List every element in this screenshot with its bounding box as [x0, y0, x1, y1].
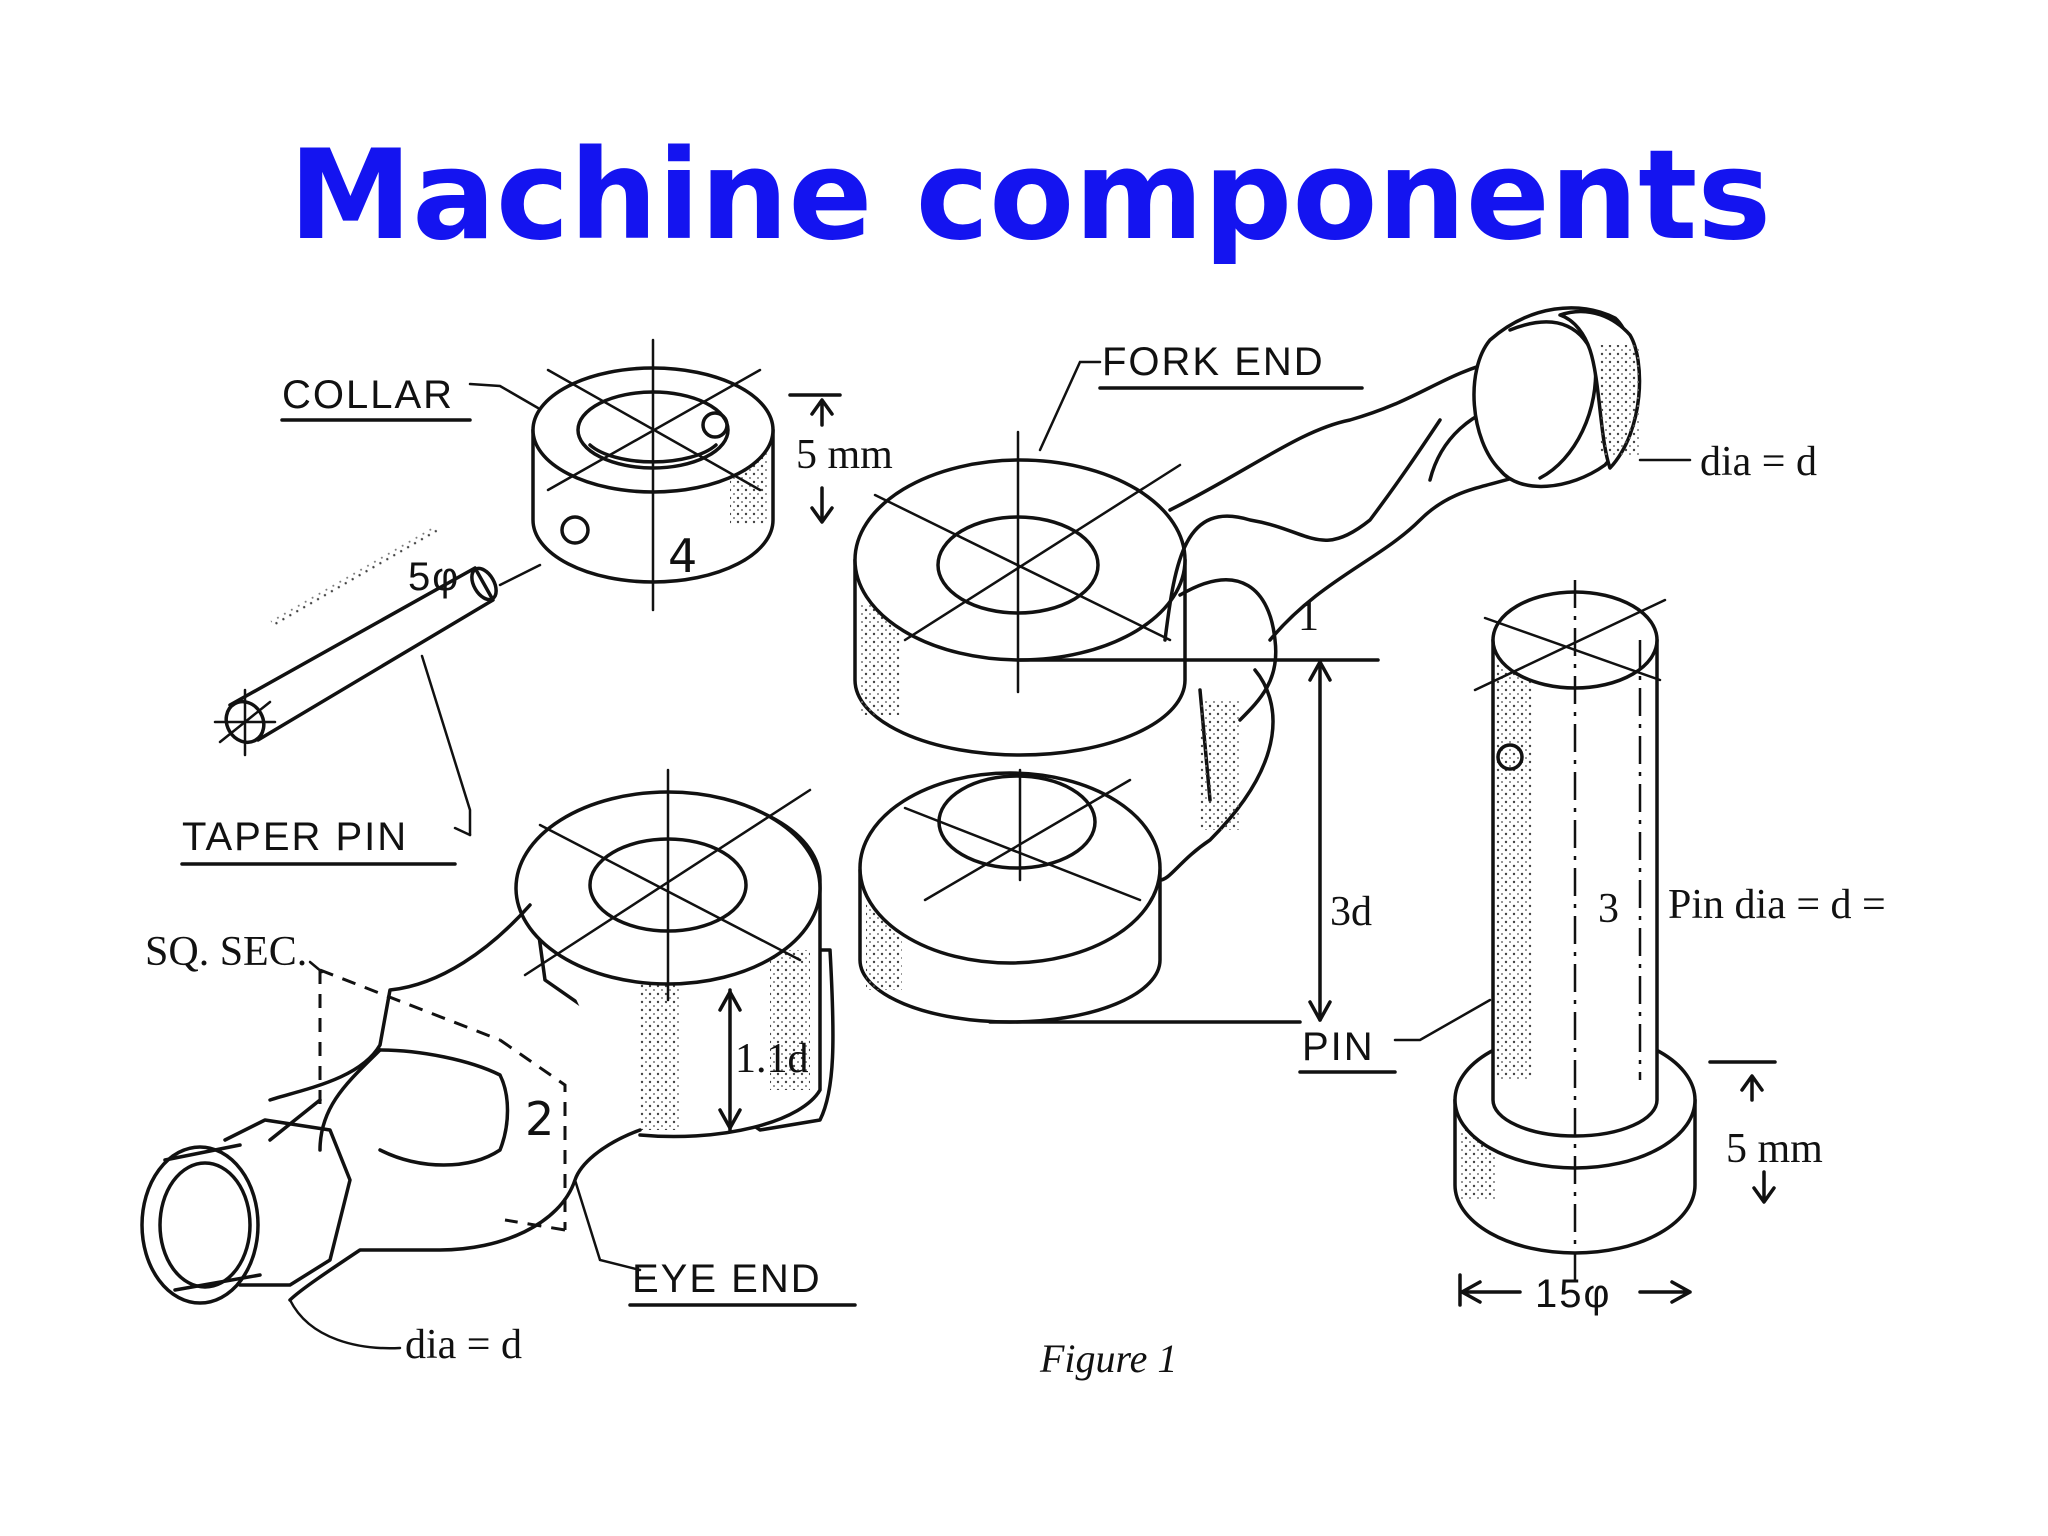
eye-thickness-label: 1.1d — [735, 1036, 809, 1082]
part-number-1: 1 — [1298, 594, 1319, 640]
eye-end-label: EYE END — [632, 1257, 822, 1301]
eye-end-drawing — [140, 768, 835, 1305]
part-number-4: 4 — [668, 529, 697, 583]
pin-dia-label: Pin dia = d = — [1668, 882, 1886, 928]
collar-height-label: 5 mm — [796, 432, 893, 478]
figure-caption: Figure 1 — [1039, 1336, 1177, 1381]
collar-drawing — [531, 338, 775, 612]
pin-head-label: 5 mm — [1726, 1126, 1823, 1172]
fork-dia-label: dia = d — [1700, 439, 1817, 485]
page-title: Machine components — [289, 124, 1772, 268]
taper-pin-label: TAPER PIN — [182, 815, 408, 859]
taper-pin-drawing — [213, 524, 498, 757]
collar-label: COLLAR — [282, 373, 454, 417]
pin-label: PIN — [1302, 1025, 1375, 1069]
pin-drawing — [1453, 580, 1697, 1280]
taper-pin-dia-label: 5φ — [408, 555, 460, 599]
fork-end-drawing — [853, 306, 1642, 1024]
sq-sec-label: SQ. SEC. — [145, 929, 307, 975]
eye-dia-label: dia = d — [405, 1322, 522, 1368]
fork-end-label: FORK END — [1102, 340, 1325, 384]
part-number-3: 3 — [1598, 886, 1619, 932]
pin-head-dia-label: 15φ — [1535, 1272, 1611, 1316]
part-number-2: 2 — [525, 1092, 554, 1146]
fork-gap-label: 3d — [1330, 889, 1372, 935]
